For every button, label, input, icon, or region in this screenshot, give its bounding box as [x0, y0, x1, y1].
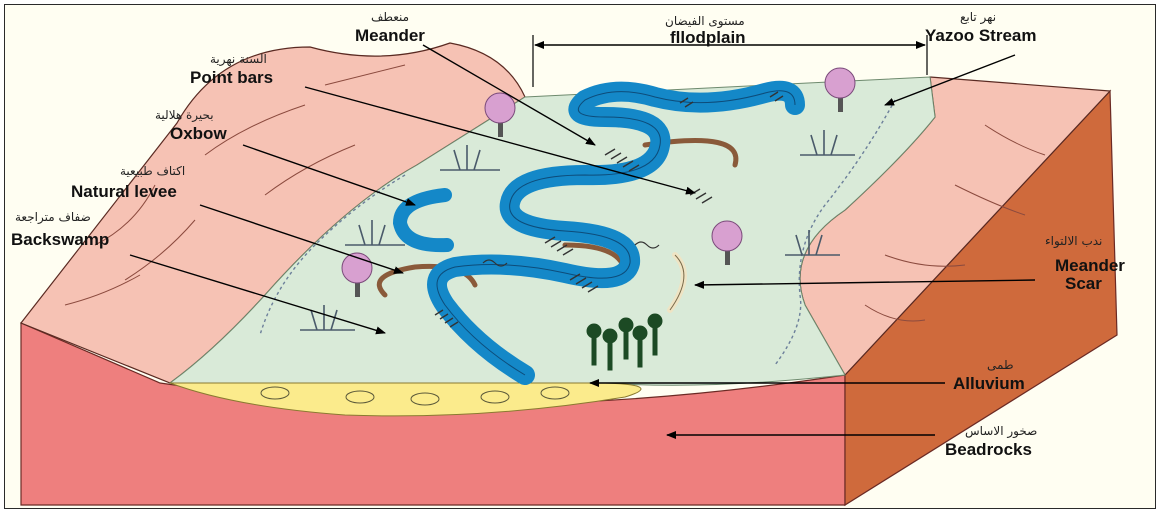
- backswamp-label: Backswamp: [11, 231, 109, 248]
- alluvium-label: Alluvium: [953, 375, 1025, 392]
- point-bars-label: Point bars: [190, 69, 273, 86]
- bedrocks-label: Beadrocks: [945, 441, 1032, 458]
- alluvium-label-ar: طمى: [987, 359, 1014, 371]
- oxbow-label: Oxbow: [170, 125, 227, 142]
- meander-scar-label-line2: Scar: [1065, 275, 1102, 292]
- yazoo-label-ar: نهر تابع: [960, 11, 996, 23]
- meander-scar-label-ar: ندب الالتواء: [1045, 235, 1102, 247]
- bedrocks-label-ar: صخور الاساس: [965, 425, 1037, 437]
- floodplain-label: fllodplain: [670, 29, 746, 46]
- natural-levee-label-ar: اكتاف طبيعية: [120, 165, 185, 177]
- meander-label: Meander: [355, 27, 425, 44]
- floodplain-label-ar: مستوى الفيضان: [665, 15, 745, 27]
- oxbow-label-ar: بحيرة هلالية: [155, 109, 214, 121]
- point-bars-label-ar: السنة نهرية: [210, 53, 267, 65]
- meander-label-ar: منعطف: [371, 11, 409, 23]
- yazoo-label: Yazoo Stream: [925, 27, 1037, 44]
- diagram-frame: منعطف Meander مستوى الفيضان fllodplain ن…: [4, 4, 1156, 509]
- backswamp-label-ar: ضفاف متراجعة: [15, 211, 91, 223]
- meander-scar-label-line1: Meander: [1055, 257, 1125, 274]
- natural-levee-label: Natural levee: [71, 183, 177, 200]
